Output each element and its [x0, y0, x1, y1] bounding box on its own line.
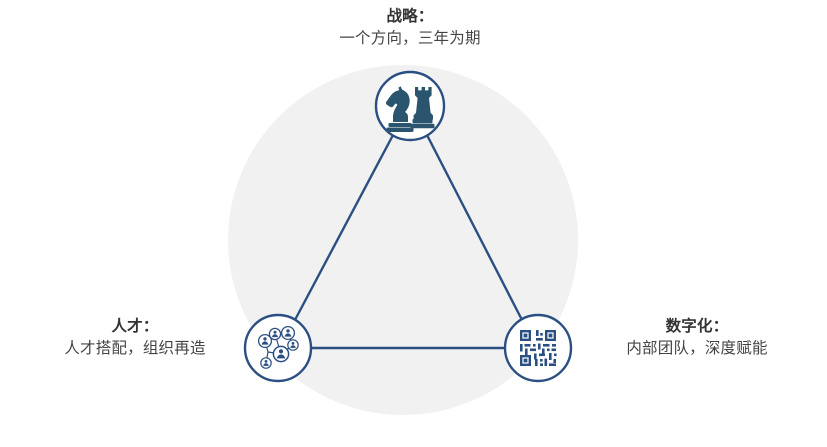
label-digital: 数字化： 内部团队，深度赋能 — [626, 316, 767, 360]
chess-pieces-icon — [385, 86, 435, 132]
label-digital-title: 数字化： — [665, 318, 729, 335]
knight-base — [388, 123, 412, 127]
qr-code-icon — [520, 330, 557, 366]
label-strategy: 战略： 一个方向，三年为期 — [339, 6, 480, 50]
knight-foot — [386, 127, 414, 132]
people-network-icon — [257, 325, 299, 369]
node-digital[interactable] — [503, 313, 573, 383]
label-strategy-title: 战略： — [386, 8, 434, 25]
label-digital-subtitle: 内部团队，深度赋能 — [626, 340, 768, 357]
rook-foot — [410, 123, 435, 129]
node-strategy[interactable] — [374, 70, 446, 142]
node-talent[interactable] — [243, 313, 313, 383]
rook-base — [412, 119, 433, 124]
edge-strategy-digital — [426, 135, 523, 320]
label-talent: 人才： 人才搭配，组织再造 — [64, 316, 205, 360]
label-strategy-subtitle: 一个方向，三年为期 — [339, 30, 481, 47]
label-talent-title: 人才： — [111, 318, 159, 335]
edge-group — [294, 135, 523, 350]
label-talent-subtitle: 人才搭配，组织再造 — [64, 340, 206, 357]
edge-strategy-talent — [294, 135, 394, 320]
background-circle — [228, 65, 578, 415]
